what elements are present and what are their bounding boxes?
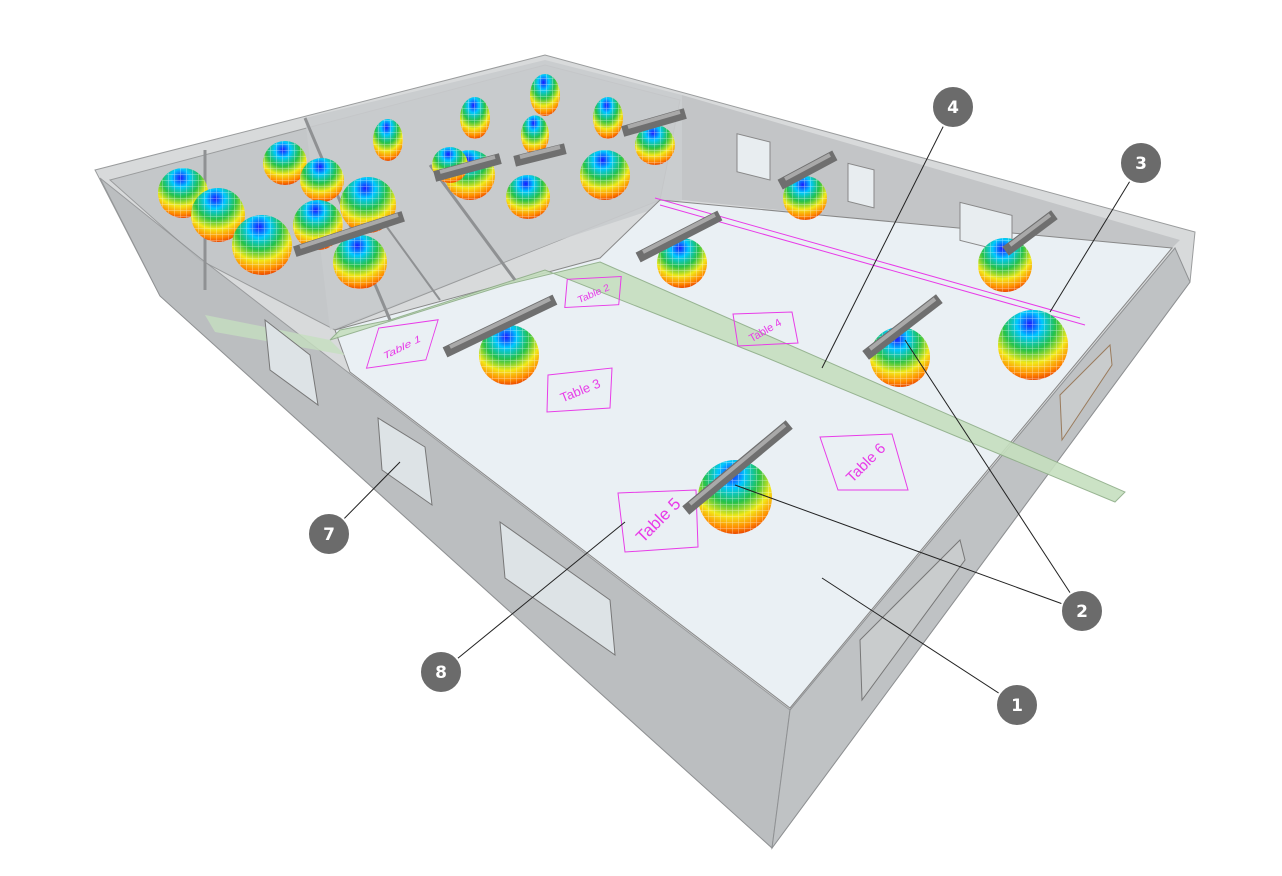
callout-badge [1060, 589, 1104, 633]
walkway-path [329, 261, 1126, 503]
window [736, 133, 771, 181]
leader-line [821, 577, 1018, 706]
window [847, 162, 875, 209]
callouts: 1 2 3 4 7 8 [307, 85, 1163, 727]
luminaires [158, 74, 1068, 534]
window [264, 318, 319, 407]
leader-line [440, 521, 626, 673]
luminaire-distribution-icon [635, 125, 675, 165]
callout-number: 1 [1011, 696, 1023, 716]
linear-fixture-icon [513, 143, 567, 167]
luminaire-distribution-icon [998, 310, 1068, 380]
luminaire-distribution-icon [479, 325, 539, 385]
callout-badge [307, 512, 351, 556]
luminaire-distribution-icon [521, 115, 549, 155]
callout-1[interactable]: 1 [821, 577, 1039, 727]
luminaire-distribution-icon [373, 119, 403, 161]
callout-7[interactable]: 7 [307, 461, 401, 556]
luminaire-distribution-icon [657, 238, 707, 288]
leader-line [734, 484, 1083, 612]
partition [428, 164, 517, 281]
callout-number: 2 [1076, 602, 1088, 622]
linear-fixture-icon [777, 150, 838, 190]
bar-counter-outline [659, 204, 1086, 326]
linear-fixture-icon [433, 153, 502, 182]
door [859, 539, 966, 702]
luminaire-distribution-icon [870, 327, 930, 387]
luminaire-distribution-icon [460, 97, 490, 139]
callout-badge [419, 650, 463, 694]
callout-badge [1119, 141, 1163, 185]
luminaire-distribution-icon [263, 141, 307, 185]
linear-fixture-icon [621, 108, 687, 137]
linear-fixture-icon [293, 211, 405, 257]
leader-line [904, 339, 1083, 612]
leader-line [821, 106, 954, 369]
linear-fixture-icon [682, 420, 793, 515]
luminaire-distribution-icon [530, 74, 560, 116]
callout-3[interactable]: 3 [1049, 141, 1163, 313]
window [377, 417, 433, 507]
bar-counter-outline [654, 197, 1081, 319]
linear-fixture-icon [862, 294, 943, 360]
luminaire-distribution-icon [300, 158, 344, 202]
callout-number: 4 [947, 98, 959, 118]
luminaire-distribution-icon [593, 97, 623, 139]
leader-line [1049, 162, 1142, 313]
callout-number: 8 [435, 663, 447, 683]
callout-number: 7 [323, 525, 335, 545]
callout-badge [931, 85, 975, 129]
building-shell [94, 54, 1196, 850]
callout-number: 3 [1135, 154, 1147, 174]
linear-fixture-icon [442, 294, 558, 358]
luminaire-distribution-icon [783, 176, 827, 220]
luminaire-distribution-icon [191, 188, 245, 242]
callout-badge [995, 683, 1039, 727]
luminaire-distribution-icon [333, 235, 387, 289]
window [499, 520, 616, 657]
callout-8[interactable]: 8 [419, 521, 626, 694]
door [1059, 343, 1113, 442]
luminaire-distribution-icon [506, 175, 550, 219]
callout-2[interactable]: 2 [734, 339, 1104, 633]
linear-fixture-icon [1002, 210, 1058, 256]
luminaire-distribution-icon [232, 215, 292, 275]
luminaire-distribution-icon [978, 238, 1032, 292]
luminaire-distribution-icon [580, 150, 630, 200]
linear-fixture-icon [635, 210, 723, 263]
callout-4[interactable]: 4 [821, 85, 975, 369]
